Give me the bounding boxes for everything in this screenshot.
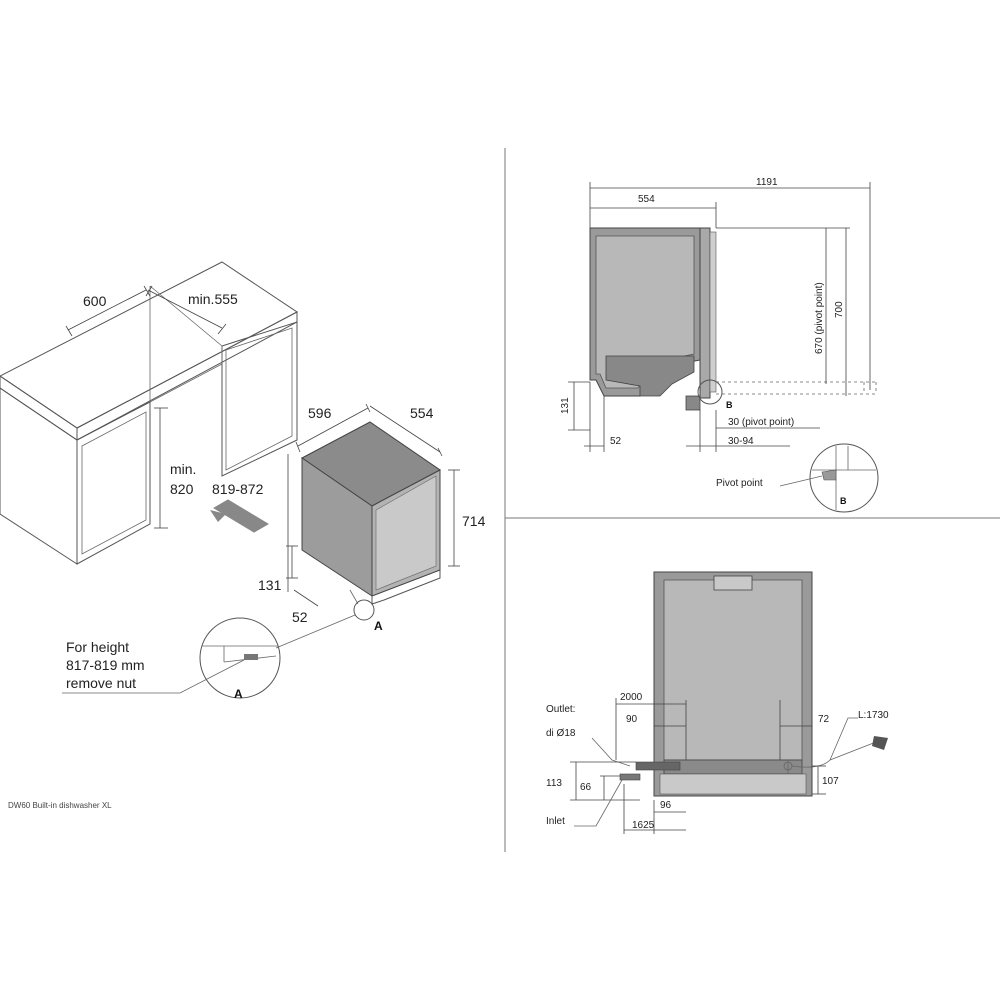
dim-appliance-height: 714 xyxy=(462,513,486,529)
dim-height-range: 819-872 xyxy=(212,481,264,497)
dim-inlet-hose-length: 1625 xyxy=(632,820,655,831)
note-line-3: remove nut xyxy=(66,675,136,691)
inlet-label: Inlet xyxy=(546,816,565,827)
caption: DW60 Built-in dishwasher XL xyxy=(8,801,112,810)
outlet-label-1: Outlet: xyxy=(546,704,575,715)
dim-niche-height-label-1: min. xyxy=(170,461,196,477)
dim-appliance-width: 596 xyxy=(308,405,332,421)
dim-inlet-height: 66 xyxy=(580,782,592,793)
dim-cabinet-depth: min.555 xyxy=(188,291,238,307)
rear-view-drawing xyxy=(570,571,888,834)
note-line-1: For height xyxy=(66,639,129,655)
dim-right-offset: 72 xyxy=(818,714,830,725)
dim-pivot-height: 670 (pivot point) xyxy=(814,282,825,354)
dim-toe-range: 30-94 xyxy=(728,436,754,447)
detail-ref-a: A xyxy=(374,619,383,633)
panel-dividers xyxy=(504,148,1000,852)
detail-label-b: B xyxy=(840,496,847,506)
dim-body-depth: 554 xyxy=(638,194,655,205)
dim-inlet-offset: 96 xyxy=(660,800,672,811)
dim-hose-outlet-length: 2000 xyxy=(620,692,643,703)
dim-cable-height: 107 xyxy=(822,776,839,787)
note-line-2: 817-819 mm xyxy=(66,657,145,673)
dim-outlet-height: 113 xyxy=(546,778,562,789)
side-view-drawing xyxy=(568,182,879,513)
isometric-appliance-drawing xyxy=(62,403,460,699)
dim-total-depth: 1191 xyxy=(756,177,778,188)
dim-side-plinth: 131 xyxy=(560,397,571,414)
detail-label-a: A xyxy=(234,687,243,701)
dim-outlet-offset: 90 xyxy=(626,714,638,725)
dim-niche-height-label-2: 820 xyxy=(170,481,194,497)
dim-foot-depth: 52 xyxy=(292,609,308,625)
isometric-cabinet-drawing xyxy=(0,261,298,565)
dim-side-foot: 52 xyxy=(610,436,622,447)
cable-length: L:1730 xyxy=(858,710,889,721)
dim-pivot-offset: 30 (pivot point) xyxy=(728,417,794,428)
dim-plinth-height: 131 xyxy=(258,577,282,593)
dim-height: 700 xyxy=(834,301,845,318)
dim-cabinet-width: 600 xyxy=(83,293,107,309)
pivot-point-label: Pivot point xyxy=(716,478,763,489)
dim-appliance-depth: 554 xyxy=(410,405,434,421)
detail-ref-b: B xyxy=(726,400,733,410)
outlet-label-2: di Ø18 xyxy=(546,728,576,739)
